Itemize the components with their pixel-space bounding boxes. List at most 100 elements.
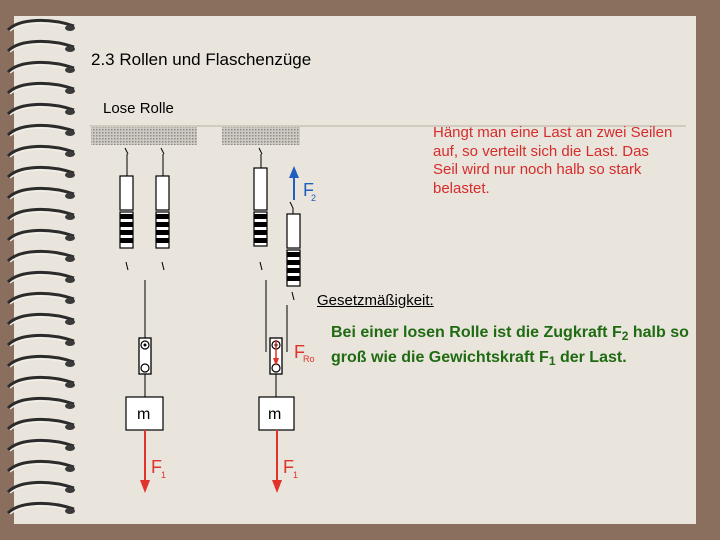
binding-hole xyxy=(65,361,75,367)
binding-ring-highlight xyxy=(9,127,73,137)
binding-hole xyxy=(65,88,75,94)
ceiling-right xyxy=(222,127,300,145)
mass-label-right: m xyxy=(268,406,281,423)
force-label-f1-left: F xyxy=(151,457,162,477)
binding-ring-highlight xyxy=(9,232,73,242)
spiral-binding xyxy=(6,18,75,515)
binding-ring-highlight xyxy=(9,379,73,389)
binding-ring-highlight xyxy=(9,190,73,200)
binding-ring xyxy=(6,501,75,515)
spring-scale-right-pull xyxy=(286,201,301,301)
loose-pulley-left xyxy=(125,280,164,431)
binding-hole xyxy=(65,319,75,325)
binding-ring xyxy=(6,165,75,179)
law-sub-2: 1 xyxy=(548,354,556,368)
binding-ring-highlight xyxy=(9,85,73,95)
binding-ring-highlight xyxy=(9,505,73,515)
binding-ring-highlight xyxy=(9,253,73,263)
binding-ring-highlight xyxy=(9,316,73,326)
spring-scale-left-1 xyxy=(119,147,134,271)
force-label-f1-right: F xyxy=(283,457,294,477)
binding-hole xyxy=(65,235,75,241)
law-text-3: der Last. xyxy=(555,349,627,366)
binding-ring xyxy=(6,270,75,284)
force-label-f2-sub: 2 xyxy=(311,193,316,203)
binding-hole xyxy=(65,424,75,430)
force-label-f2: F xyxy=(303,180,314,200)
binding-hole xyxy=(65,298,75,304)
binding-hole xyxy=(65,382,75,388)
force-arrow-f2 xyxy=(289,166,299,200)
binding-ring-highlight xyxy=(9,463,73,473)
binding-ring xyxy=(6,39,75,53)
binding-ring xyxy=(6,18,75,32)
binding-hole xyxy=(65,151,75,157)
binding-ring-highlight xyxy=(9,22,73,32)
binding-ring xyxy=(6,249,75,263)
binding-ring xyxy=(6,438,75,452)
binding-ring-highlight xyxy=(9,358,73,368)
binding-ring-highlight xyxy=(9,106,73,116)
binding-hole xyxy=(65,214,75,220)
binding-ring xyxy=(6,207,75,221)
binding-ring xyxy=(6,480,75,494)
binding-ring-highlight xyxy=(9,64,73,74)
binding-ring xyxy=(6,60,75,74)
binding-ring xyxy=(6,81,75,95)
binding-hole xyxy=(65,487,75,493)
binding-ring xyxy=(6,459,75,473)
binding-hole xyxy=(65,403,75,409)
binding-ring-highlight xyxy=(9,400,73,410)
binding-ring xyxy=(6,291,75,305)
explanation-note: Hängt man eine Last an zwei Seilen auf, … xyxy=(433,124,673,197)
binding-hole xyxy=(65,193,75,199)
binding-ring xyxy=(6,312,75,326)
binding-ring-highlight xyxy=(9,421,73,431)
force-label-fro-sub: Ro xyxy=(303,354,315,364)
binding-ring xyxy=(6,417,75,431)
binding-hole xyxy=(65,46,75,52)
force-arrow-f1-right xyxy=(272,430,282,493)
law-sub-1: 2 xyxy=(621,329,629,343)
spring-scale-left-2 xyxy=(155,147,170,271)
mass-label-left: m xyxy=(137,406,150,423)
binding-ring-highlight xyxy=(9,484,73,494)
binding-ring xyxy=(6,354,75,368)
binding-hole xyxy=(65,508,75,514)
force-arrow-f1-left xyxy=(140,430,150,493)
law-statement: Bei einer losen Rolle ist die Zugkraft F… xyxy=(331,322,691,372)
force-label-fro: F xyxy=(294,342,305,362)
binding-ring xyxy=(6,123,75,137)
binding-ring-highlight xyxy=(9,442,73,452)
law-text-1: Bei einer losen Rolle ist die Zugkraft F xyxy=(331,324,622,341)
binding-hole xyxy=(65,277,75,283)
binding-ring xyxy=(6,186,75,200)
binding-ring-highlight xyxy=(9,211,73,221)
binding-ring xyxy=(6,228,75,242)
spring-scale-right-fixed xyxy=(253,147,268,271)
mass-block-left xyxy=(125,396,164,431)
binding-ring xyxy=(6,144,75,158)
binding-hole xyxy=(65,130,75,136)
ceiling-left xyxy=(91,127,197,145)
binding-ring-highlight xyxy=(9,337,73,347)
binding-ring-highlight xyxy=(9,148,73,158)
binding-hole xyxy=(65,340,75,346)
force-label-f1-left-sub: 1 xyxy=(161,470,166,480)
binding-hole xyxy=(65,445,75,451)
binding-ring xyxy=(6,102,75,116)
binding-hole xyxy=(65,256,75,262)
law-heading: Gesetzmäßigkeit: xyxy=(317,292,434,309)
binding-hole xyxy=(65,25,75,31)
force-arrow-fro xyxy=(273,340,279,366)
binding-ring-highlight xyxy=(9,295,73,305)
binding-hole xyxy=(65,67,75,73)
binding-ring xyxy=(6,333,75,347)
binding-ring-highlight xyxy=(9,169,73,179)
binding-hole xyxy=(65,109,75,115)
binding-hole xyxy=(65,466,75,472)
law-text-2: halb so groß wie die Gewichtskraft F xyxy=(331,324,689,366)
binding-ring xyxy=(6,396,75,410)
